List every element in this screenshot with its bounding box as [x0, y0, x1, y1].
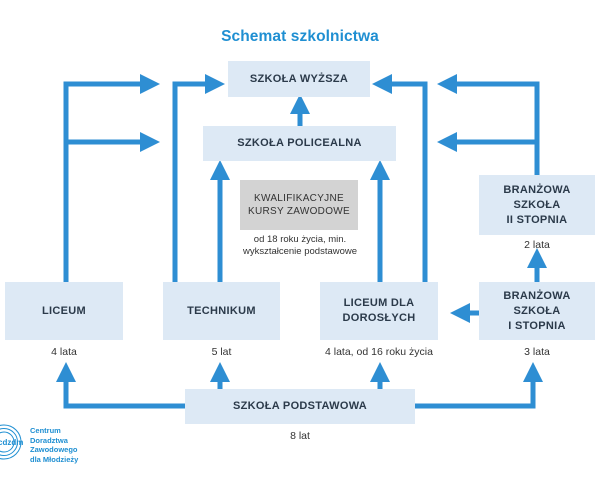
arrow-liceum-to-wyzsza	[63, 74, 160, 282]
szkola-policealna-box: SZKOŁA POLICEALNA	[203, 126, 396, 161]
liceum-box: LICEUM	[5, 282, 123, 340]
liceum-dla-doroslych-box: LICEUM DLA DOROSŁYCH	[320, 282, 438, 340]
branzowa-1-box: BRANŻOWA SZKOŁA I STOPNIA	[479, 282, 595, 340]
arrow-dorosli-to-wyzsza	[372, 74, 428, 282]
diagram-title: Schemat szkolnictwa	[221, 28, 379, 45]
kursy-zawodowe-note: od 18 roku życia, min. wykształcenie pod…	[242, 234, 358, 257]
kursy-zawodowe-box: KWALIFIKACYJNE KURSY ZAWODOWE	[240, 180, 358, 230]
szkola-podstawowa-duration: 8 lat	[290, 430, 310, 442]
arrow-technikum-to-wyzsza	[172, 74, 225, 282]
arrow-branzowa2-to-wyzsza	[437, 74, 540, 175]
branzowa-2-box: BRANŻOWA SZKOŁA II STOPNIA	[479, 175, 595, 235]
arrow-podstawowa-to-branzowa1	[415, 362, 543, 409]
cdzdm-logo-icon: cdzdm	[0, 424, 23, 460]
logo-text: Centrum Doradztwa Zawodowego dla Młodzie…	[30, 426, 79, 464]
szkola-wyzsza-box: SZKOŁA WYŻSZA	[228, 61, 370, 97]
logo-mark-text: cdzdm	[0, 438, 23, 447]
branzowa-1-duration: 3 lata	[524, 346, 550, 358]
branzowa-2-duration: 2 lata	[524, 239, 550, 251]
technikum-duration: 5 lat	[211, 346, 232, 358]
szkola-podstawowa-box: SZKOŁA PODSTAWOWA	[185, 389, 415, 424]
technikum-box: TECHNIKUM	[163, 282, 280, 340]
liceum-dla-doroslych-duration: 4 lata, od 16 roku życia	[325, 346, 433, 358]
liceum-duration: 4 lata	[51, 346, 77, 358]
arrow-podstawowa-to-liceum	[56, 362, 185, 409]
